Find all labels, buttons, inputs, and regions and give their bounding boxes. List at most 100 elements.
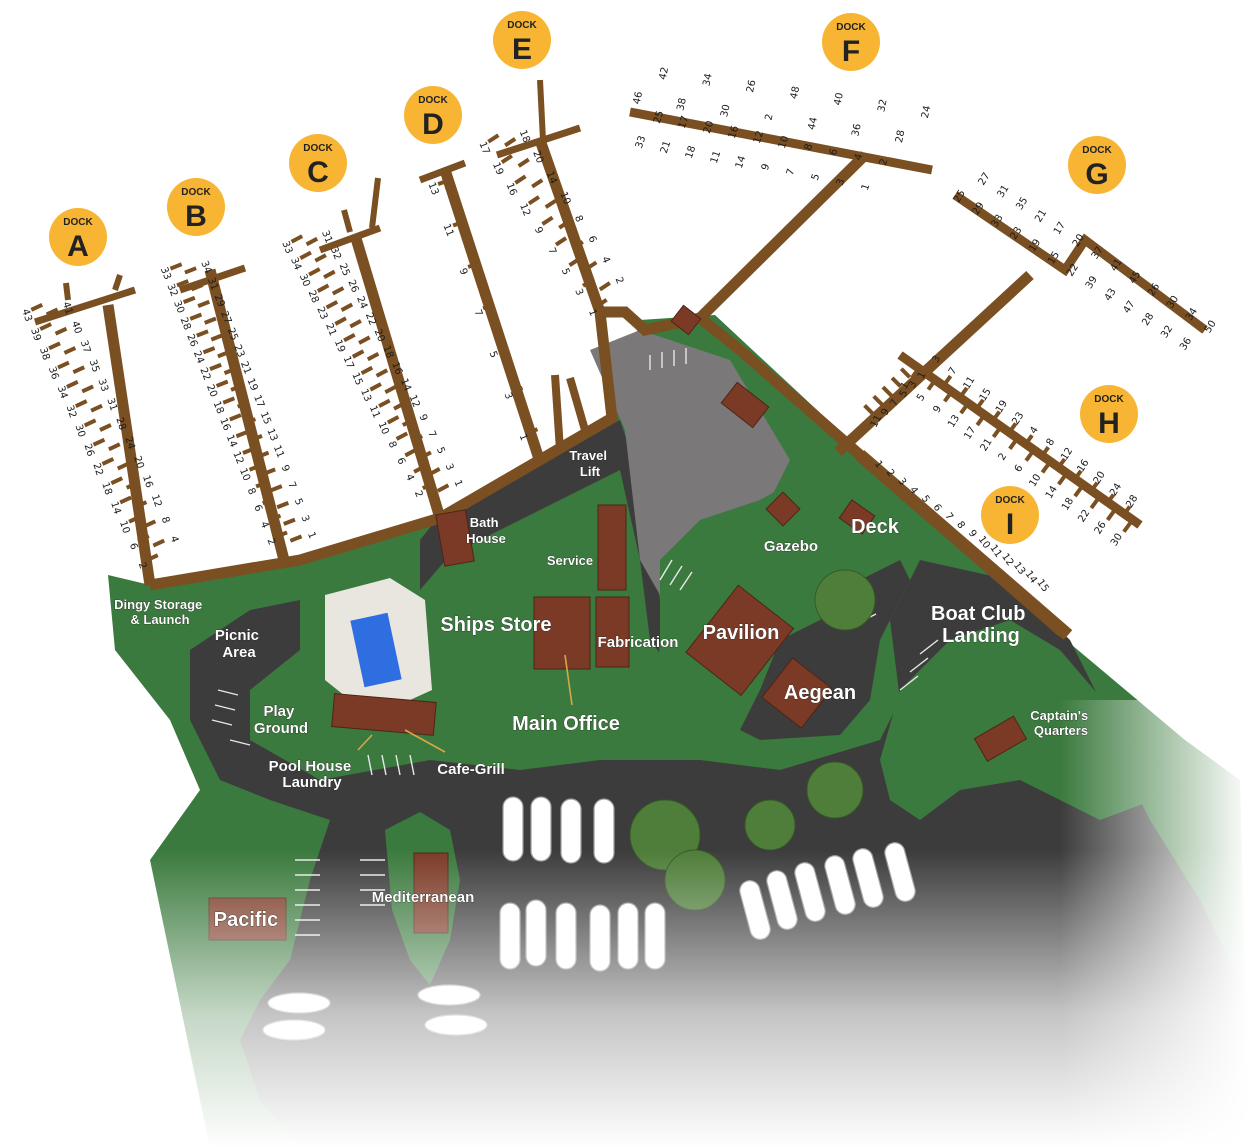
slip-number[interactable]: 34 — [288, 256, 303, 272]
slip-number[interactable]: 27 — [977, 171, 993, 188]
slip-number[interactable]: 8 — [954, 520, 967, 532]
slip-number[interactable]: 33 — [158, 266, 173, 282]
slip-number[interactable]: 10 — [557, 190, 572, 206]
slip-number[interactable]: 8 — [245, 486, 258, 496]
slip-number[interactable]: 21 — [323, 322, 338, 338]
slip-number[interactable]: 44 — [807, 116, 820, 131]
main-office-label[interactable]: Main Office — [512, 713, 620, 736]
slip-number[interactable]: 10 — [1028, 472, 1044, 489]
slip-number[interactable]: 32 — [876, 98, 889, 113]
slip-number[interactable]: 34 — [198, 259, 213, 275]
slip-number[interactable]: 11 — [440, 222, 455, 238]
slip-number[interactable]: 24 — [920, 105, 933, 120]
slip-number[interactable]: 2 — [997, 451, 1010, 462]
slip-number[interactable]: 12 — [230, 450, 245, 466]
dock-d-badge[interactable]: DOCK D — [404, 86, 462, 144]
slip-number[interactable]: 7 — [545, 246, 558, 256]
pacific-label[interactable]: Pacific — [213, 909, 278, 932]
slip-number[interactable]: 4 — [168, 535, 180, 544]
slip-number[interactable]: 1 — [586, 308, 599, 318]
slip-number[interactable]: 1 — [517, 432, 530, 442]
slip-number[interactable]: 10 — [117, 520, 131, 536]
slip-number[interactable]: 8 — [572, 214, 585, 224]
slip-number[interactable]: 10 — [237, 467, 252, 483]
slip-number[interactable]: 22 — [363, 311, 378, 327]
slip-number[interactable]: 20 — [530, 149, 545, 165]
slip-number[interactable]: 20 — [702, 119, 716, 135]
slip-number[interactable]: 31 — [104, 397, 118, 413]
slip-number[interactable]: 4 — [907, 485, 920, 497]
slip-number[interactable]: 18 — [211, 400, 226, 416]
slip-number[interactable]: 16 — [389, 361, 404, 377]
slip-number[interactable]: 9 — [457, 267, 470, 277]
slip-number[interactable]: 34 — [55, 385, 69, 401]
slip-number[interactable]: 19 — [245, 377, 260, 393]
bath-house-label[interactable]: Bath House — [466, 515, 506, 547]
slip-number[interactable]: 5 — [810, 172, 822, 181]
slip-number[interactable]: 28 — [306, 289, 321, 305]
slip-number[interactable]: 1 — [872, 459, 885, 471]
slip-number[interactable]: 2 — [264, 537, 277, 547]
slip-number[interactable]: 30 — [297, 272, 312, 288]
service-label[interactable]: Service — [547, 553, 594, 569]
slip-number[interactable]: 3 — [907, 379, 920, 390]
slip-number[interactable]: 9 — [879, 407, 892, 418]
slip-number[interactable]: 7 — [285, 480, 298, 490]
slip-number[interactable]: 25 — [225, 326, 240, 342]
slip-number[interactable]: 23 — [231, 343, 246, 359]
slip-number[interactable]: 5 — [487, 350, 500, 360]
slip-number[interactable]: 47 — [1122, 299, 1138, 316]
slip-number[interactable]: 12 — [517, 202, 532, 218]
slip-number[interactable]: 16 — [217, 416, 232, 432]
slip-number[interactable]: 11 — [271, 444, 286, 460]
slip-number[interactable]: 37 — [78, 339, 92, 355]
slip-number[interactable]: 17 — [251, 393, 266, 409]
slip-number[interactable]: 20 — [131, 455, 145, 471]
slip-number[interactable]: 28 — [894, 129, 907, 144]
slip-number[interactable]: 46 — [632, 91, 645, 106]
slip-number[interactable]: 35 — [1014, 195, 1030, 212]
slip-number[interactable]: 20 — [372, 328, 387, 344]
slip-number[interactable]: 4 — [258, 520, 271, 530]
fabrication-label[interactable]: Fabrication — [597, 634, 679, 652]
slip-number[interactable]: 18 — [380, 344, 395, 360]
slip-number[interactable]: 38 — [675, 97, 688, 112]
slip-number[interactable]: 11 — [367, 404, 382, 420]
slip-number[interactable]: 21 — [238, 360, 253, 376]
slip-number[interactable]: 7 — [888, 398, 901, 409]
slip-number[interactable]: 13 — [358, 388, 373, 404]
slip-number[interactable]: 13 — [946, 413, 962, 430]
slip-number[interactable]: 6 — [828, 148, 840, 157]
slip-number[interactable]: 16 — [727, 124, 741, 140]
slip-number[interactable]: 3 — [931, 354, 944, 365]
slip-number[interactable]: 32 — [328, 245, 343, 261]
dock-c-badge[interactable]: DOCK C — [289, 134, 347, 192]
slip-number[interactable]: 42 — [658, 66, 671, 81]
slip-number[interactable]: 7 — [947, 366, 960, 377]
slip-number[interactable]: 33 — [279, 240, 294, 256]
slip-number[interactable]: 43 — [19, 308, 33, 324]
slip-number[interactable]: 8 — [1045, 437, 1058, 448]
slip-number[interactable]: 38 — [37, 346, 51, 362]
slip-number[interactable]: 43 — [1103, 287, 1119, 304]
slip-number[interactable]: 4 — [853, 153, 865, 162]
slip-number[interactable]: 20 — [204, 383, 219, 399]
pavilion-label[interactable]: Pavilion — [702, 622, 780, 645]
slip-number[interactable]: 1 — [860, 182, 872, 191]
slip-number[interactable]: 24 — [191, 349, 206, 365]
slip-number[interactable]: 9 — [966, 528, 979, 540]
slip-number[interactable]: 19 — [490, 161, 505, 177]
ships-store-label[interactable]: Ships Store — [440, 614, 552, 637]
gazebo-label[interactable]: Gazebo — [764, 538, 819, 556]
slip-number[interactable]: 13 — [264, 427, 279, 443]
picnic-area-label[interactable]: Picnic Area — [215, 627, 263, 662]
slip-number[interactable]: 2 — [412, 489, 425, 499]
slip-number[interactable]: 18 — [517, 129, 532, 145]
slip-number[interactable]: 19 — [332, 338, 347, 354]
slip-number[interactable]: 14 — [108, 500, 122, 516]
slip-number[interactable]: 5 — [919, 494, 932, 506]
slip-number[interactable]: 3 — [443, 462, 456, 472]
dock-a-badge[interactable]: DOCK A — [49, 208, 107, 266]
dock-g-badge[interactable]: DOCK G — [1068, 136, 1126, 194]
dock-h-badge[interactable]: DOCK H — [1080, 385, 1138, 443]
